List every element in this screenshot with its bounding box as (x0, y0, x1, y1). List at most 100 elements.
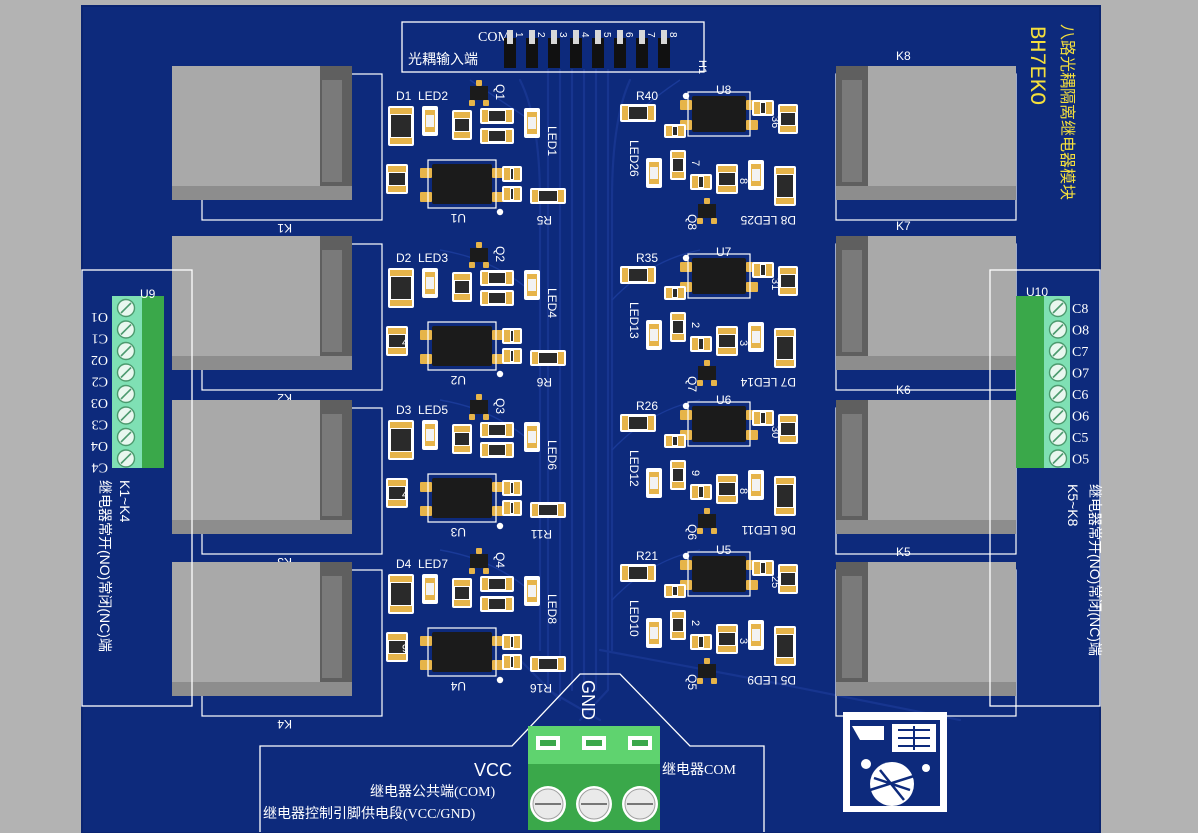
right-channel-3: R26U630LED12978Q6D6 LED11 (620, 393, 798, 540)
solder-pad (754, 412, 760, 424)
solder-pad (776, 628, 794, 634)
solder-pad (454, 294, 470, 300)
part-number-label: 25 (769, 576, 781, 588)
smd-component (386, 632, 408, 662)
smd-body (391, 277, 411, 299)
smd-body (489, 273, 505, 283)
relay-label: K7 (896, 219, 911, 233)
transistor-body (698, 366, 716, 380)
led-component (748, 322, 764, 352)
smd-component (774, 626, 796, 666)
diode-label: D1 (396, 89, 412, 103)
smd-body (539, 659, 557, 669)
solder-pad (420, 506, 432, 516)
solder-pad (678, 126, 684, 136)
header-pin-housing (592, 38, 604, 68)
solder-pad (776, 168, 794, 174)
smd-component (620, 104, 656, 122)
led-lens (528, 431, 536, 443)
smd-body (389, 641, 405, 653)
smd-component (620, 266, 656, 284)
smd-component (716, 624, 738, 654)
solder-pad (514, 482, 520, 494)
solder-pad (678, 436, 684, 446)
smd-body (719, 633, 735, 645)
solder-pad (469, 414, 475, 420)
solder-pad (454, 426, 470, 432)
smd-component (530, 656, 566, 672)
solder-pad (482, 424, 488, 436)
led-lens (752, 479, 760, 491)
solder-pad (718, 186, 736, 192)
solder-pad (504, 656, 510, 668)
smd-component (480, 576, 514, 592)
header-pin (639, 30, 645, 44)
diode-label: D2 (396, 251, 412, 265)
solder-pad (672, 482, 684, 488)
led-label: LED4 (545, 288, 559, 318)
solder-pad (514, 350, 520, 362)
ic-outline (427, 473, 497, 523)
solder-pad (780, 126, 796, 132)
power-supply-label: 继电器控制引脚供电段(VCC/GND) (263, 806, 476, 822)
solder-pad (492, 482, 504, 492)
ic-body (432, 164, 492, 204)
board-title-label: 八路光耦隔离继电器模块 (1058, 24, 1076, 200)
led-label: LED5 (418, 403, 448, 417)
solder-pad (483, 100, 489, 106)
led-lens (426, 277, 434, 289)
solder-pad (492, 354, 504, 364)
solder-pad (648, 268, 654, 282)
solder-pad (532, 190, 538, 202)
ic-body (692, 96, 746, 132)
smd-body (699, 487, 703, 497)
smd-component (670, 460, 686, 490)
smd-component (716, 474, 738, 504)
led-lens (650, 627, 658, 639)
smd-body (455, 587, 469, 599)
solder-pad (780, 566, 796, 572)
relay-base (836, 520, 1016, 534)
diode-label: D4 (396, 557, 412, 571)
transistor-package (469, 242, 489, 268)
solder-pad (754, 102, 760, 114)
solder-pad (678, 288, 684, 298)
solder-pad (648, 416, 654, 430)
smd-component (774, 328, 796, 368)
transistor-label: Q6 (685, 524, 699, 540)
solder-pad (506, 130, 512, 142)
solder-pad (514, 330, 520, 342)
terminal-label: O7 (1072, 367, 1089, 382)
opto-label: U4 (450, 679, 466, 693)
optocoupler-ic (420, 159, 504, 209)
solder-pad (692, 176, 698, 188)
relay-label: K8 (896, 49, 911, 63)
terminal-label: C1 (92, 331, 108, 346)
part-number-label: 4 (402, 489, 408, 501)
header-pin (617, 30, 623, 44)
smd-component (388, 420, 414, 460)
relay-base (836, 356, 1016, 370)
smd-body (511, 483, 513, 493)
led-lens (650, 167, 658, 179)
led-component (422, 268, 438, 298)
solder-pad (454, 274, 470, 280)
header-pin (551, 30, 557, 44)
smd-body (777, 635, 793, 657)
transistor-body (470, 554, 488, 568)
part-number-label: 9 (402, 643, 408, 655)
solder-pad (766, 264, 772, 276)
solder-pad (558, 352, 564, 364)
solder-pad (780, 416, 796, 422)
relay-group: K1K2K3K4K8K7K6K5 (172, 49, 1017, 731)
pin1-dot (496, 370, 504, 378)
solder-pad (454, 112, 470, 118)
terminal-screw-slot (1052, 323, 1064, 336)
smd-component (388, 574, 414, 614)
smd-component (778, 564, 798, 594)
smd-component (778, 104, 798, 134)
smd-body (777, 485, 793, 507)
solder-pad (390, 300, 412, 306)
